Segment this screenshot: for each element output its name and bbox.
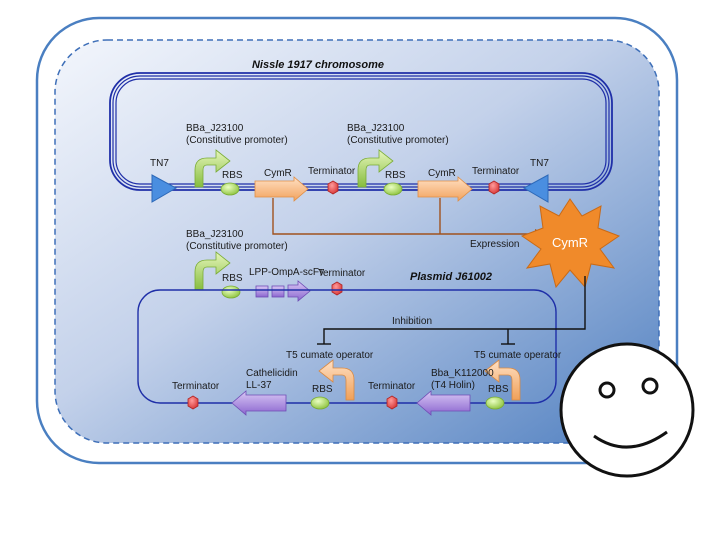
expression-connector: [272, 198, 535, 235]
chromosome-promoter2-desc: (Constitutive promoter): [347, 135, 449, 146]
smiley-face-icon: [559, 342, 695, 478]
rbs-ellipse: [383, 182, 403, 196]
cymr-gene-arrow-1: [254, 176, 309, 202]
terminator-hexagon-2: [488, 180, 500, 195]
chromosome-promoter1-desc: (Constitutive promoter): [186, 135, 288, 146]
chromosome-rbs1-label: RBS: [222, 170, 243, 181]
terminator-hexagon-5: [187, 395, 199, 410]
promoter-arrow-icon: [194, 251, 231, 291]
holin-name-label: Bba_K112000: [431, 368, 494, 379]
inhibition-label: Inhibition: [392, 316, 432, 327]
cymr-protein-star: [520, 198, 621, 289]
cymr-gene-arrow-2: [417, 176, 473, 202]
rbs-ellipse: [310, 396, 330, 410]
rbs-ellipse: [221, 285, 241, 299]
cathelicidin-desc-label: LL-37: [246, 380, 272, 391]
promoter-arrow-icon: [484, 359, 521, 401]
chromosome-gene2-label: CymR: [428, 168, 456, 179]
rbs-ellipse: [485, 396, 505, 410]
plasmid-title: Plasmid J61002: [410, 271, 492, 283]
plasmid-rbs-left-label: RBS: [312, 384, 333, 395]
cathelicidin-gene-arrow: [231, 390, 287, 416]
tn7-right-triangle: [522, 174, 549, 203]
holin-desc-label: (T4 Holin): [431, 380, 475, 391]
tn7-left-triangle: [151, 174, 178, 203]
chromosome-promoter2-name: BBa_J23100: [347, 123, 405, 134]
chromosome-terminator1-label: Terminator: [308, 166, 356, 177]
tn7-right-label: TN7: [530, 158, 549, 169]
chromosome-gene1-label: CymR: [264, 168, 292, 179]
expression-label: Expression: [470, 239, 519, 250]
plasmid-rbs-top-label: RBS: [222, 273, 243, 284]
lpp-ompa-scfv-fusion: [255, 280, 311, 302]
promoter-arrow-icon: [357, 149, 394, 188]
cymr-protein-label: CymR: [552, 235, 588, 250]
plasmid-rbs-right-label: RBS: [488, 384, 509, 395]
operator-left-label: T5 cumate operator: [286, 350, 374, 361]
terminator-hexagon-1: [327, 180, 339, 195]
plasmid-promoter-name: BBa_J23100: [186, 229, 244, 240]
chromosome-title: Nissle 1917 chromosome: [252, 59, 384, 71]
terminator-hexagon-3: [331, 281, 343, 296]
tn7-left-label: TN7: [150, 158, 169, 169]
plasmid-backbone: [137, 289, 557, 404]
chromosome-promoter1-name: BBa_J23100: [186, 123, 244, 134]
chromosome-terminator2-label: Terminator: [472, 166, 520, 177]
inhibition-connector: [317, 276, 586, 345]
plasmid-terminator-mid-label: Terminator: [368, 381, 416, 392]
rbs-ellipse: [220, 182, 240, 196]
promoter-arrow-icon: [318, 359, 355, 401]
plasmid-terminator-top-label: Terminator: [318, 268, 366, 279]
terminator-hexagon-4: [386, 395, 398, 410]
plasmid-promoter-desc: (Constitutive promoter): [186, 241, 288, 252]
holin-gene-arrow: [416, 390, 471, 416]
cathelicidin-name-label: Cathelicidin: [246, 368, 298, 379]
chromosome-rbs2-label: RBS: [385, 170, 406, 181]
promoter-arrow-icon: [194, 149, 231, 188]
plasmid-terminator-left-label: Terminator: [172, 381, 220, 392]
plasmid-fusion-gene-label: LPP-OmpA-scFv: [249, 267, 324, 278]
operator-right-label: T5 cumate operator: [474, 350, 562, 361]
